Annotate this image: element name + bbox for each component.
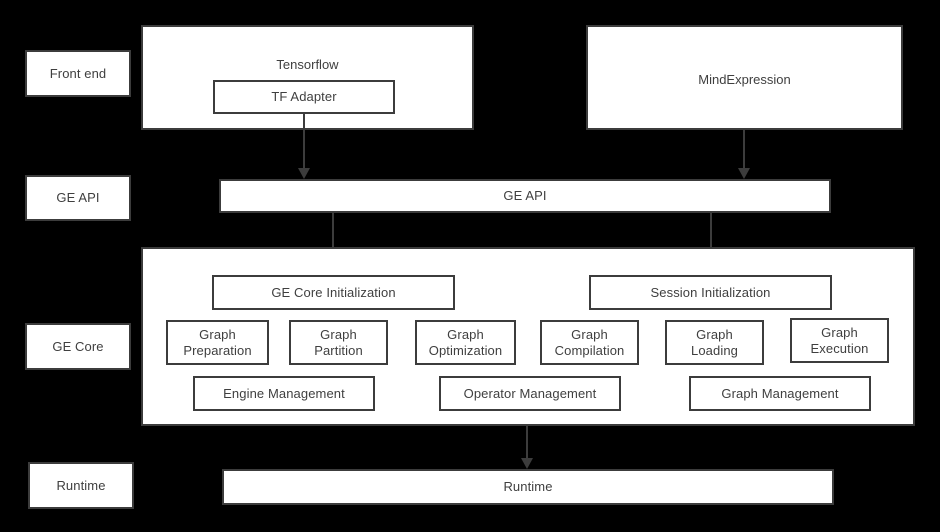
graph-preparation-box: Graph Preparation [166, 320, 269, 365]
layer-label-ge-core: GE Core [25, 323, 131, 370]
runtime-bar-label: Runtime [503, 479, 553, 495]
graph-partition-label-line1: Graph [320, 326, 357, 342]
engine-management-label: Engine Management [223, 385, 345, 401]
ge-core-initialization-box: GE Core Initialization [212, 275, 455, 310]
ge-api-bar-label: GE API [503, 188, 547, 204]
graph-management-box: Graph Management [689, 376, 871, 411]
runtime-bar: Runtime [222, 469, 834, 505]
arrow-head [521, 458, 533, 469]
arrow-shaft [743, 130, 745, 168]
tensorflow-group: Tensorflow [141, 25, 474, 130]
arrow-head [738, 168, 750, 179]
layer-label-front-end: Front end [25, 50, 131, 97]
graph-optimization-label-line1: Graph [447, 326, 484, 342]
arrow-head [298, 168, 310, 179]
ge-core-initialization-label: GE Core Initialization [271, 284, 396, 300]
graph-loading-label-line1: Graph [696, 326, 733, 342]
arrow-shaft [526, 426, 528, 458]
graph-partition-label-line2: Partition [314, 342, 363, 358]
session-initialization-label: Session Initialization [650, 284, 771, 300]
graph-preparation-label-line1: Graph [199, 326, 236, 342]
graph-optimization-box: Graph Optimization [415, 320, 516, 365]
layer-label-runtime: Runtime [28, 462, 134, 509]
graph-execution-box: Graph Execution [790, 318, 889, 363]
graph-loading-box: Graph Loading [665, 320, 764, 365]
graph-execution-label-line2: Execution [810, 340, 869, 356]
operator-management-label: Operator Management [463, 385, 597, 401]
layer-label-front-end-text: Front end [49, 65, 107, 81]
graph-execution-label-line1: Graph [821, 324, 858, 340]
tf-adapter-label: TF Adapter [271, 89, 337, 105]
arrow-shaft [303, 130, 305, 168]
layer-label-ge-core-text: GE Core [52, 338, 104, 354]
tf-adapter-box: TF Adapter [213, 80, 395, 114]
mindexpression-group: MindExpression [586, 25, 903, 130]
layer-label-runtime-text: Runtime [56, 477, 106, 493]
session-initialization-box: Session Initialization [589, 275, 832, 310]
graph-preparation-label-line2: Preparation [183, 342, 252, 358]
graph-compilation-label-line1: Graph [571, 326, 608, 342]
engine-management-box: Engine Management [193, 376, 375, 411]
graph-loading-label-line2: Loading [691, 342, 738, 358]
graph-management-label: Graph Management [721, 385, 839, 401]
connector-tf-adapter-to-group-edge [303, 114, 305, 130]
mindexpression-label: MindExpression [698, 72, 791, 87]
layer-label-ge-api: GE API [25, 175, 131, 221]
arrow-shaft [332, 213, 334, 265]
graph-compilation-box: Graph Compilation [540, 320, 639, 365]
operator-management-box: Operator Management [439, 376, 621, 411]
layer-label-ge-api-text: GE API [56, 190, 100, 206]
graph-partition-box: Graph Partition [289, 320, 388, 365]
graph-optimization-label-line2: Optimization [428, 342, 503, 358]
arrow-shaft [710, 213, 712, 265]
tensorflow-label: Tensorflow [276, 57, 339, 72]
graph-compilation-label-line2: Compilation [554, 342, 625, 358]
ge-api-bar: GE API [219, 179, 831, 213]
